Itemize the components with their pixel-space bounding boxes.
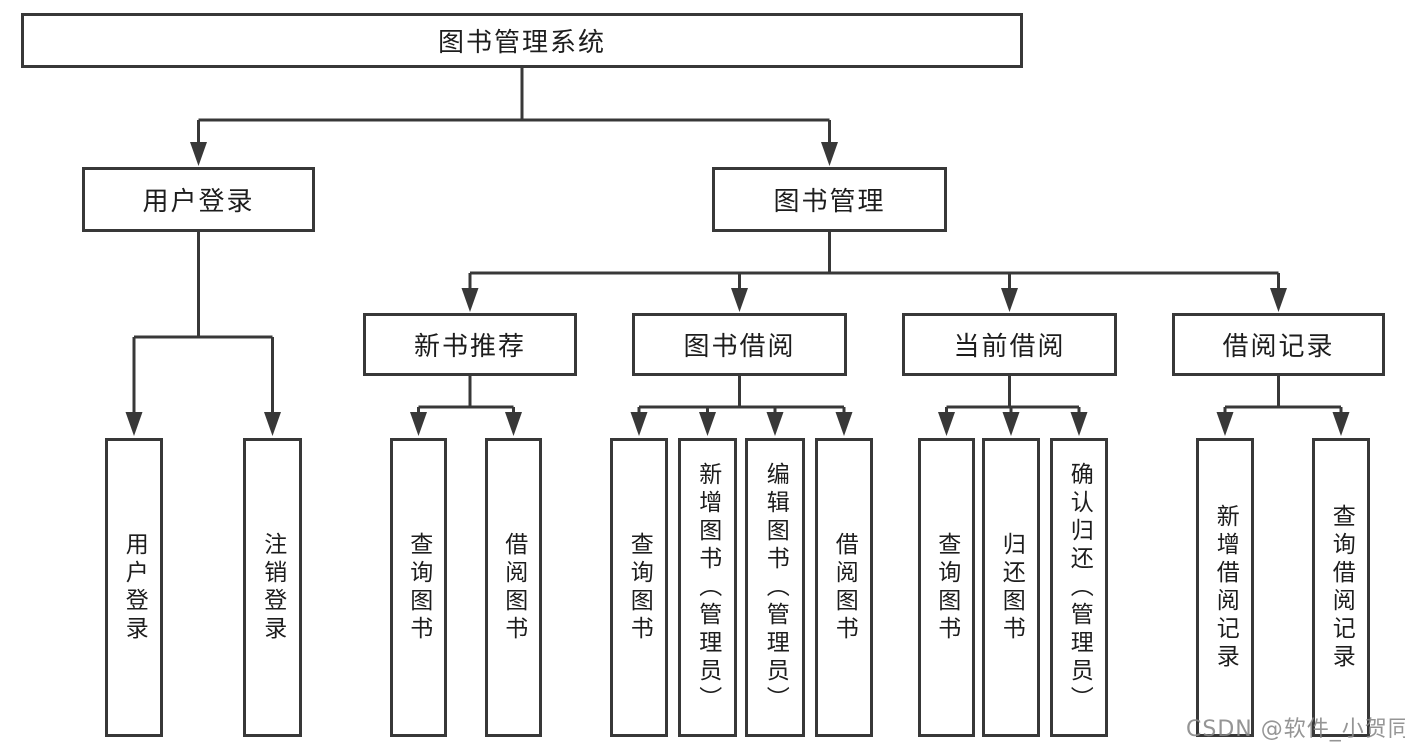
- node-user-login-label: 用户登录: [142, 187, 255, 217]
- leaf-logout: 注销登录: [243, 438, 302, 737]
- arrow-down-icon: [835, 412, 853, 436]
- arrow-down-icon: [630, 412, 648, 436]
- arrow-down-icon: [1001, 288, 1018, 312]
- connector-root-split: [197, 68, 831, 149]
- connector-new-book-recommend-split: [417, 376, 515, 419]
- arrow-down-icon: [264, 412, 281, 436]
- arrow-down-icon: [505, 412, 522, 436]
- arrow-down-icon: [1270, 288, 1287, 312]
- leaf-cb-confirm-return-label: 确认归还（管理员）: [1066, 461, 1093, 714]
- arrow-down-icon: [1070, 412, 1088, 436]
- arrow-down-icon: [190, 142, 207, 166]
- node-new-book-recommend: 新书推荐: [363, 313, 577, 376]
- arrow-down-icon: [766, 412, 784, 436]
- arrow-down-icon: [821, 142, 838, 166]
- leaf-cb-query-book: 查询图书: [918, 438, 975, 737]
- leaf-nb-borrow-book: 借阅图书: [485, 438, 542, 737]
- leaf-br-add-record-label: 新增借阅记录: [1212, 503, 1239, 672]
- leaf-cb-confirm-return: 确认归还（管理员）: [1050, 438, 1108, 737]
- leaf-bb-add-book: 新增图书（管理员）: [678, 438, 737, 737]
- csdn-watermark: CSDN @软件_小贺同学: [1186, 717, 1405, 742]
- leaf-bb-add-book-label: 新增图书（管理员）: [694, 461, 721, 714]
- arrow-down-icon: [1216, 412, 1234, 436]
- arrow-down-icon: [125, 412, 143, 436]
- node-current-borrow: 当前借阅: [902, 313, 1117, 376]
- arrow-down-icon: [731, 288, 748, 312]
- leaf-cb-query-book-label: 查询图书: [933, 531, 960, 644]
- connector-lines: [132, 68, 1343, 419]
- leaf-cb-return-book: 归还图书: [982, 438, 1040, 737]
- connector-book-borrow-split: [637, 376, 846, 419]
- leaf-bb-borrow-book: 借阅图书: [815, 438, 873, 737]
- leaf-logout-label: 注销登录: [259, 531, 286, 644]
- arrowheads: [125, 142, 1350, 436]
- leaf-bb-query-book-label: 查询图书: [626, 531, 653, 644]
- node-borrow-records-label: 借阅记录: [1222, 332, 1335, 362]
- arrow-down-icon: [699, 412, 716, 436]
- leaf-user-login: 用户登录: [105, 438, 163, 737]
- node-book-management: 图书管理: [712, 167, 947, 232]
- leaf-nb-query-book: 查询图书: [390, 438, 447, 737]
- arrow-down-icon: [938, 412, 955, 436]
- node-book-management-label: 图书管理: [773, 187, 886, 217]
- node-book-borrow-label: 图书借阅: [683, 332, 796, 362]
- connector-book-management-split: [468, 232, 1280, 295]
- leaf-br-query-record: 查询借阅记录: [1312, 438, 1370, 737]
- node-book-borrow: 图书借阅: [632, 313, 847, 376]
- node-library-system: 图书管理系统: [21, 13, 1023, 68]
- connector-user-login-split: [132, 232, 274, 419]
- arrow-down-icon: [461, 288, 479, 312]
- leaf-br-add-record: 新增借阅记录: [1196, 438, 1254, 737]
- node-current-borrow-label: 当前借阅: [953, 332, 1066, 362]
- node-borrow-records: 借阅记录: [1172, 313, 1385, 376]
- node-library-system-label: 图书管理系统: [437, 28, 606, 58]
- arrow-down-icon: [410, 412, 427, 436]
- connector-borrow-records-split: [1223, 376, 1343, 419]
- leaf-nb-borrow-book-label: 借阅图书: [500, 531, 527, 644]
- node-user-login: 用户登录: [82, 167, 315, 232]
- leaf-br-query-record-label: 查询借阅记录: [1328, 503, 1355, 672]
- leaf-user-login-label: 用户登录: [121, 531, 148, 644]
- leaf-bb-edit-book-label: 编辑图书（管理员）: [762, 461, 789, 714]
- node-new-book-recommend-label: 新书推荐: [413, 332, 526, 362]
- arrow-down-icon: [1332, 412, 1350, 436]
- leaf-bb-edit-book: 编辑图书（管理员）: [745, 438, 805, 737]
- leaf-nb-query-book-label: 查询图书: [405, 531, 432, 644]
- arrow-down-icon: [1002, 412, 1020, 436]
- leaf-cb-return-book-label: 归还图书: [998, 531, 1025, 644]
- leaf-bb-borrow-book-label: 借阅图书: [831, 531, 858, 644]
- leaf-bb-query-book: 查询图书: [610, 438, 668, 737]
